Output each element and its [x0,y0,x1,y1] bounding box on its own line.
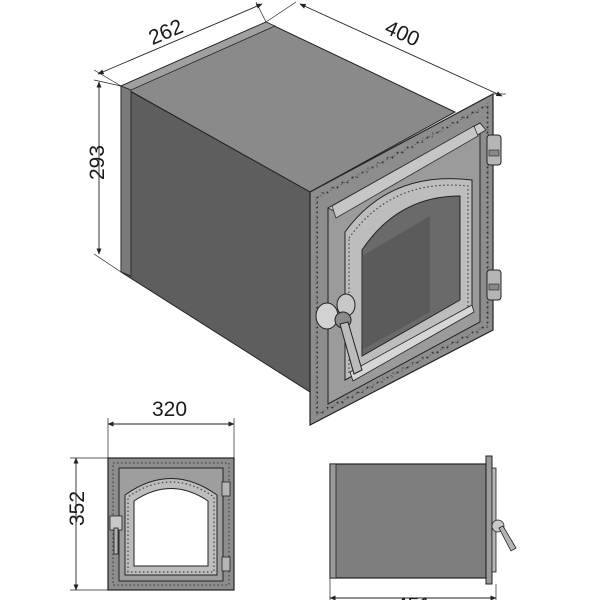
side-depth-label: 451 [396,594,431,600]
width-label: 400 [382,16,423,51]
door-handle-icon [491,519,517,552]
depth-label: 262 [145,15,186,50]
hinge-icon [486,269,502,301]
front-frame-beading [314,101,490,419]
front-view: 320 352 [66,398,235,591]
front-window-glass [133,488,209,567]
dimension-front-width: 320 [107,398,235,458]
box-side-rim [120,85,132,277]
window-sill [349,304,475,382]
door-handle-icon [315,293,363,375]
front-width-label: 320 [152,398,187,421]
isometric-view: 262 400 293 [86,1,506,426]
door-handle-icon [109,515,123,555]
height-label: 293 [86,145,109,180]
dimension-height: 293 [86,79,122,273]
hinge-icon [486,134,502,166]
side-body [329,463,487,579]
hinge-icon [221,481,231,572]
dimension-side-depth: 451 [329,578,497,600]
side-front-plate [485,455,493,585]
door-top-bar [331,125,479,219]
dimension-front-height: 352 [66,457,108,591]
front-height-label: 352 [66,491,89,526]
side-view: 451 [329,455,517,600]
